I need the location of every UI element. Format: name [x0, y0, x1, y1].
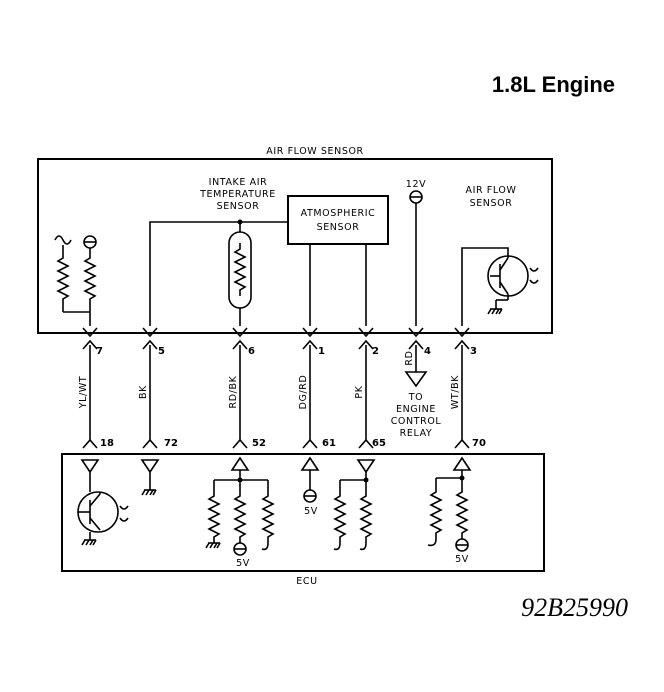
ecu-resistor-network-65	[333, 472, 372, 551]
ecu-connectors	[82, 439, 470, 449]
atmospheric-label-1: ATMOSPHERIC	[301, 208, 376, 219]
ecu-5v-label-1: 5V	[236, 558, 250, 569]
ecu-pin-61: 61	[322, 438, 336, 449]
ecu-resistor-network-52	[205, 470, 274, 556]
relay-label-3: CONTROL	[391, 416, 442, 427]
air-flow-sensor-box-label: AIR FLOW SENSOR	[266, 146, 363, 157]
figure-code: 92B25990	[521, 593, 628, 622]
ground-return-wire	[149, 221, 288, 326]
sensor-pin-3: 3	[470, 346, 477, 357]
wire-color-dg-rd: DG/RD	[298, 375, 309, 410]
ecu-pin-18: 18	[100, 438, 114, 449]
iat-label-1: INTAKE AIR	[209, 177, 268, 188]
phototransistor-icon	[461, 247, 539, 326]
ecu-transistor-icon	[77, 472, 129, 546]
ecu-pin-52: 52	[252, 438, 266, 449]
ecu-resistor-network-70	[427, 470, 469, 552]
ecu-ground-icon	[141, 489, 157, 496]
atmospheric-sensor-box	[287, 195, 389, 245]
wire-color-bk: BK	[138, 385, 149, 399]
airflow-label-1: AIR FLOW	[465, 185, 516, 196]
supply-source-icon	[409, 190, 423, 204]
relay-label-2: ENGINE	[396, 404, 436, 415]
relay-label-4: RELAY	[400, 428, 433, 439]
wire-color-yl-wt: YL/WT	[78, 376, 89, 410]
page-title: 1.8L Engine	[492, 72, 615, 97]
sensor-pin-2: 2	[372, 346, 379, 357]
ecu-label: ECU	[296, 576, 317, 587]
wire-color-pk: PK	[354, 385, 365, 398]
thermistor-symbol	[228, 222, 252, 326]
iat-label-2: TEMPERATURE	[199, 189, 276, 200]
iat-label-3: SENSOR	[217, 201, 260, 212]
sensor-pin-1: 1	[318, 346, 325, 357]
wire-color-rd-bk: RD/BK	[228, 375, 239, 408]
relay-arrow-icon	[404, 371, 428, 388]
sensor-pin-4: 4	[424, 346, 431, 357]
ecu-5v-label-2: 5V	[304, 506, 318, 517]
wire-color-rd: RD	[404, 350, 415, 365]
atmospheric-label-2: SENSOR	[317, 222, 360, 233]
ecu-housing	[61, 453, 545, 572]
sensor-pin-6: 6	[248, 346, 255, 357]
relay-label-1: TO	[408, 392, 423, 403]
air-flow-sensor-housing	[37, 158, 553, 334]
ecu-61-source-icon	[303, 489, 317, 503]
potentiometer-pair	[54, 235, 97, 326]
harness-wires	[89, 345, 463, 440]
sensor-pin-5: 5	[158, 346, 165, 357]
ecu-input-buffers	[80, 456, 472, 474]
supply-12v-label: 12V	[406, 179, 426, 190]
ecu-5v-label-3: 5V	[455, 554, 469, 565]
sensor-pin-7: 7	[96, 346, 103, 357]
wire-color-wt-bk: WT/BK	[450, 375, 461, 409]
ecu-pin-70: 70	[472, 438, 486, 449]
ecu-pin-65: 65	[372, 438, 386, 449]
sensor-connectors	[82, 327, 470, 350]
airflow-label-2: SENSOR	[470, 198, 513, 209]
ecu-pin-72: 72	[164, 438, 178, 449]
